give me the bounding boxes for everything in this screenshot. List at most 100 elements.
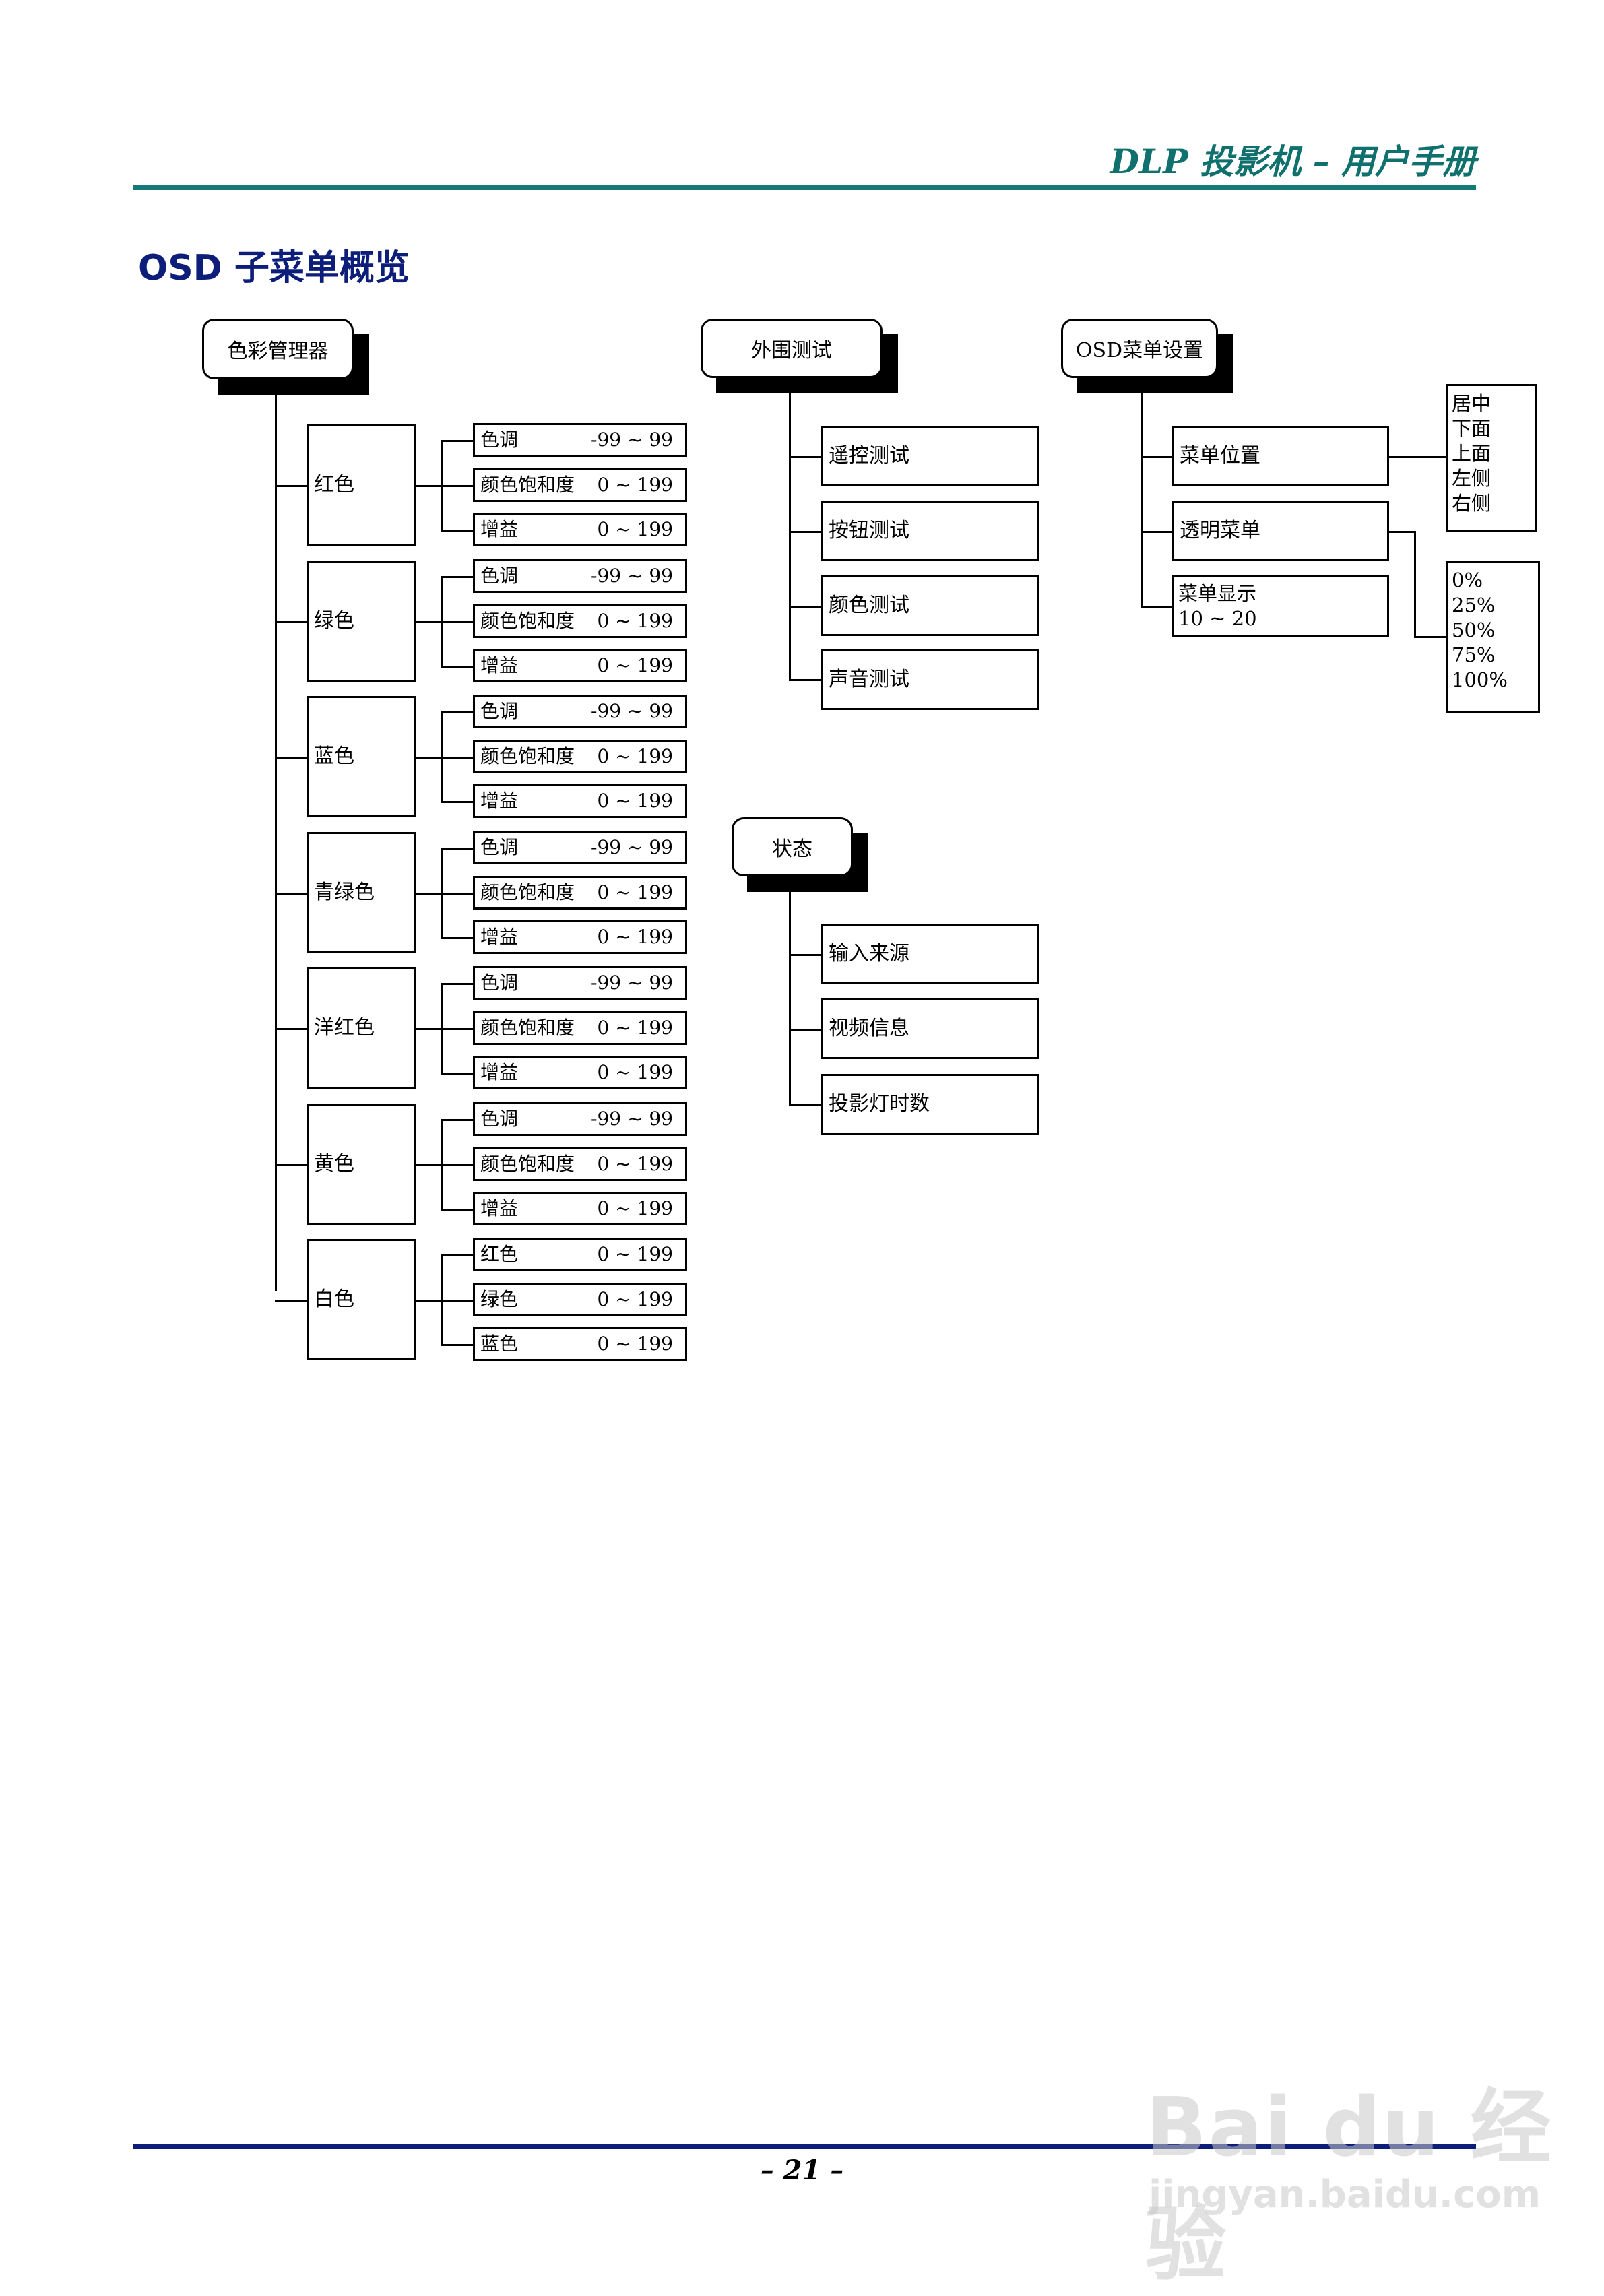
setting-range: 0 ~ 199 [597, 790, 673, 812]
status-item-input-source: 输入来源 [821, 924, 1039, 984]
category-box: 白色 [307, 1239, 416, 1360]
transparency-option: 75% [1452, 643, 1496, 667]
position-option: 居中 [1452, 392, 1491, 415]
setting-row: 色调-99 ~ 99 [473, 966, 687, 1000]
position-option: 左侧 [1452, 467, 1491, 490]
connector [789, 531, 821, 533]
setting-name: 颜色饱和度 [480, 881, 575, 904]
category-box: 洋红色 [307, 967, 416, 1089]
connector [789, 954, 821, 956]
connector [275, 1164, 307, 1166]
setting-name: 颜色饱和度 [480, 474, 575, 497]
connector [789, 679, 821, 681]
connector [789, 1029, 821, 1031]
category-box: 蓝色 [307, 696, 416, 817]
connector [1141, 606, 1172, 608]
transparency-option: 100% [1452, 668, 1508, 692]
connector [441, 1344, 473, 1346]
connector [441, 711, 473, 713]
connector [789, 1104, 821, 1106]
setting-row: 增益 0 ~ 199 [473, 1192, 687, 1225]
setting-name: 颜色饱和度 [480, 1017, 575, 1040]
connector [416, 485, 441, 487]
setting-range: 0 ~ 199 [597, 654, 673, 677]
connector [789, 606, 821, 608]
section-title: OSD 子菜单概览 [138, 248, 410, 288]
setting-name: 增益 [480, 1197, 519, 1220]
connector [789, 456, 821, 458]
setting-row: 颜色饱和度 0 ~ 199 [473, 740, 687, 773]
connector [416, 757, 441, 759]
connector [275, 757, 307, 759]
connector [1141, 456, 1172, 458]
connector [441, 666, 473, 668]
transparency-options-box: 0% 25% 50% 75% 100% [1446, 561, 1540, 713]
position-options-box: 居中 下面 上面 左侧 右侧 [1446, 384, 1537, 532]
setting-row: 色调-99 ~ 99 [473, 831, 687, 864]
setting-row: 色调-99 ~ 99 [473, 1102, 687, 1136]
connector [441, 530, 473, 532]
connector [441, 801, 473, 803]
setting-range: 0 ~ 199 [597, 610, 673, 633]
connector [1414, 531, 1416, 638]
setting-range: 0 ~ 199 [597, 1153, 673, 1176]
connector [441, 1254, 473, 1256]
setting-range: -99 ~ 99 [591, 1108, 673, 1130]
peripheral-item-remote-test: 遥控测试 [821, 426, 1039, 486]
connector [441, 1209, 473, 1211]
setting-range: 0 ~ 199 [597, 926, 673, 949]
connector [416, 1028, 441, 1030]
connector [441, 440, 473, 442]
header-title: DLP 投影机 – 用户手册 [1110, 141, 1476, 181]
setting-range: 0 ~ 199 [597, 1288, 673, 1311]
setting-range: 0 ~ 199 [597, 518, 673, 541]
page-number: – 21 – [760, 2155, 844, 2186]
connector [441, 983, 473, 985]
peripheral-test-trunk [789, 393, 791, 679]
setting-range: -99 ~ 99 [591, 971, 673, 994]
peripheral-test-root: 外围测试 [701, 319, 883, 378]
category-box: 青绿色 [307, 832, 416, 953]
category-box: 红色 [307, 424, 416, 546]
setting-range: -99 ~ 99 [591, 565, 673, 587]
setting-name: 绿色 [480, 1288, 519, 1311]
setting-range: 0 ~ 199 [597, 1197, 673, 1220]
connector [441, 485, 473, 487]
setting-name: 红色 [480, 1243, 519, 1266]
category-box: 黄色 [307, 1104, 416, 1225]
setting-range: 0 ~ 199 [597, 474, 673, 497]
setting-row: 色调 -99 ~ 99 [473, 559, 687, 593]
setting-name: 色调 [480, 700, 519, 723]
setting-row: 绿色 0 ~ 199 [473, 1283, 687, 1316]
connector [275, 1028, 307, 1030]
status-root: 状态 [732, 817, 853, 876]
setting-range: 0 ~ 199 [597, 745, 673, 768]
setting-name: 色调 [480, 428, 519, 451]
connector [416, 1164, 441, 1166]
position-option: 上面 [1452, 442, 1491, 466]
setting-name: 增益 [480, 654, 519, 677]
setting-row: 增益 0 ~ 199 [473, 784, 687, 818]
position-option: 下面 [1452, 417, 1491, 441]
setting-name: 色调 [480, 565, 519, 587]
setting-range: 0 ~ 199 [597, 1017, 673, 1040]
status-item-lamp-hours: 投影灯时数 [821, 1074, 1039, 1135]
osd-item-menu-display: 菜单显示 10 ~ 20 [1172, 575, 1389, 637]
setting-name: 色调 [480, 836, 519, 859]
connector [441, 1028, 473, 1030]
setting-name: 颜色饱和度 [480, 1153, 575, 1176]
connector [441, 937, 473, 939]
connector [275, 485, 307, 487]
color-manager-trunk [275, 395, 277, 1291]
setting-name: 增益 [480, 790, 519, 812]
connector [275, 621, 307, 623]
setting-row: 颜色饱和度 0 ~ 199 [473, 1011, 687, 1045]
setting-row: 增益 0 ~ 199 [473, 649, 687, 682]
setting-name: 颜色饱和度 [480, 745, 575, 768]
transparency-option: 25% [1452, 594, 1496, 617]
footer-rule [133, 2144, 1476, 2149]
